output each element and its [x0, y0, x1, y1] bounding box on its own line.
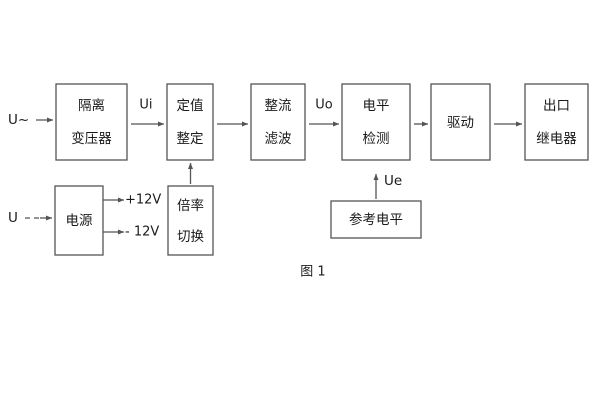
- block-rectify-filter-line1: 整流: [265, 98, 292, 114]
- block-power-supply-line1: 电源: [66, 213, 93, 229]
- rail-label-negative: - 12V: [125, 225, 159, 240]
- block-multiplier-switch: [167, 185, 214, 256]
- figure-caption: 图 1: [300, 265, 325, 280]
- input-label-ac: U~: [8, 112, 29, 128]
- block-isolation-transformer: [55, 83, 128, 161]
- signal-label-uo: Uo: [315, 98, 333, 113]
- block-reference-level-line1: 参考电平: [349, 211, 403, 228]
- block-rectify-filter: [250, 83, 306, 161]
- block-setting-value: [166, 83, 214, 161]
- block-power-supply: [54, 185, 104, 256]
- rail-label-positive: +12V: [125, 193, 161, 208]
- block-drive: [430, 83, 491, 161]
- block-drive-line1: 驱动: [447, 115, 474, 131]
- block-level-detect-line2: 检测: [363, 131, 390, 147]
- block-setting-value-line2: 整定: [177, 131, 204, 147]
- block-output-relay-line2: 继电器: [536, 131, 577, 147]
- block-output-relay-line1: 出口: [543, 98, 570, 114]
- block-setting-value-line1: 定值: [177, 98, 204, 114]
- block-level-detect-line1: 电平: [363, 98, 390, 114]
- block-reference-level: [330, 200, 422, 239]
- signal-label-ue: Ue: [384, 173, 402, 189]
- block-multiplier-switch-line1: 倍率: [177, 197, 204, 214]
- input-label-dc: U: [8, 210, 18, 226]
- signal-label-ui: Ui: [139, 98, 152, 113]
- block-rectify-filter-line2: 滤波: [265, 131, 292, 147]
- block-multiplier-switch-line2: 切换: [177, 229, 204, 245]
- block-output-relay: [524, 83, 589, 161]
- block-isolation-transformer-line1: 隔离: [78, 97, 105, 114]
- block-level-detect: [341, 83, 411, 161]
- block-isolation-transformer-line2: 变压器: [71, 131, 112, 147]
